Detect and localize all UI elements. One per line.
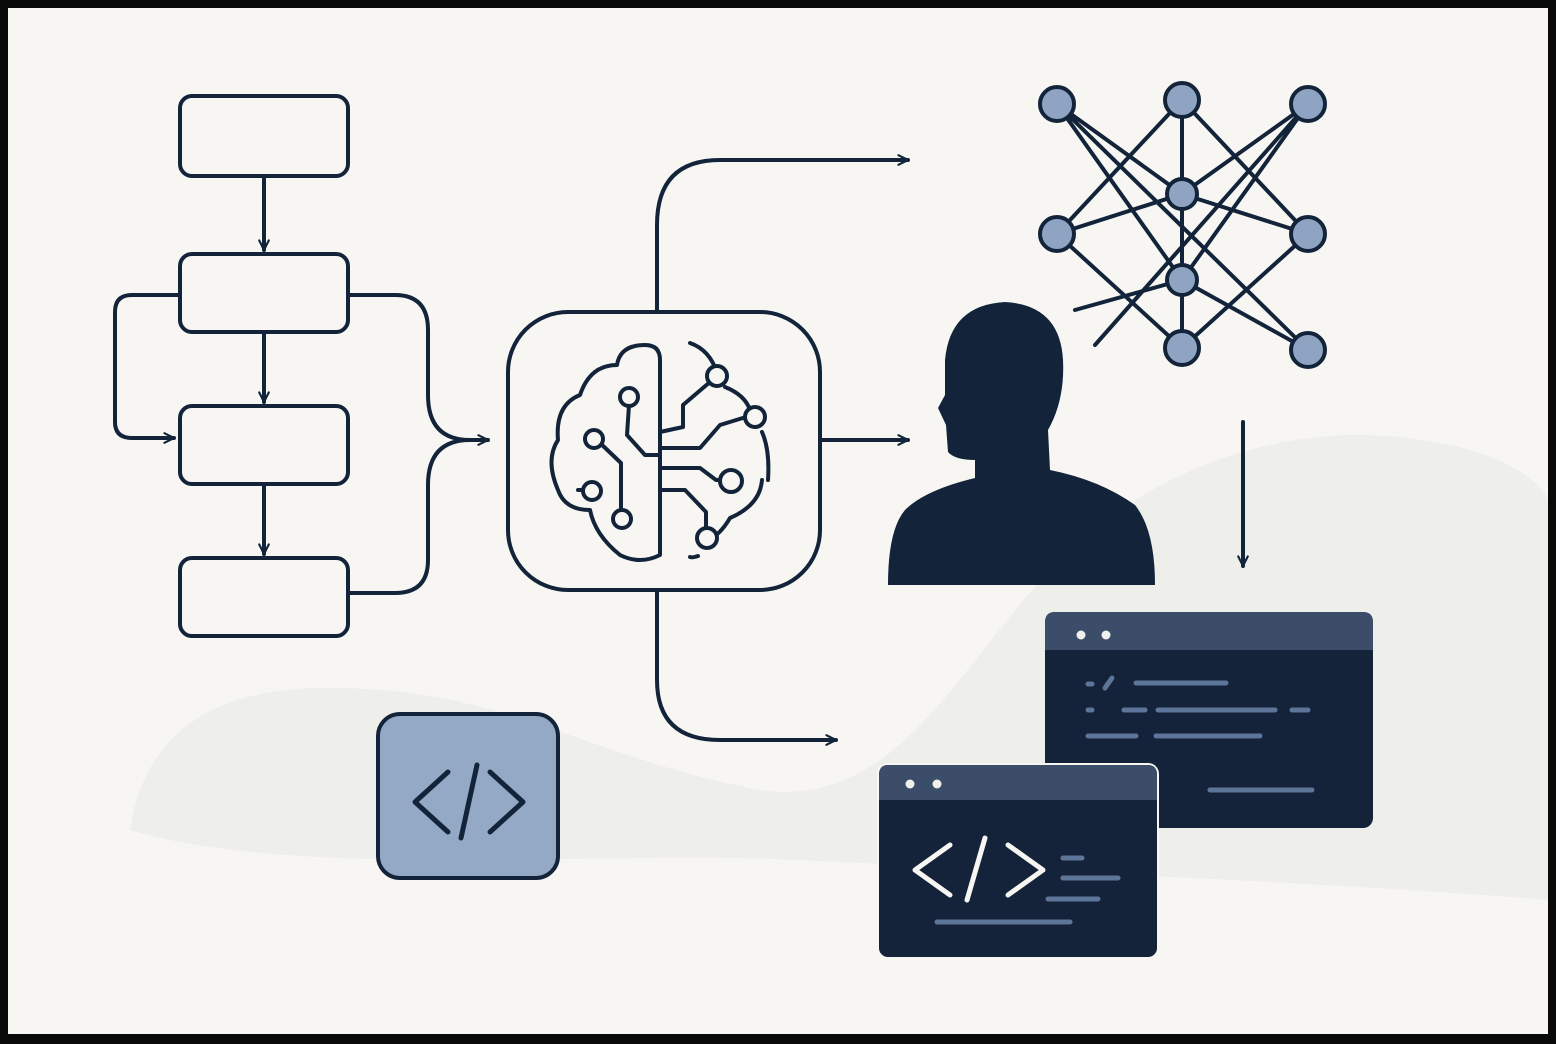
flowchart-icon [113, 94, 490, 638]
nn-node [1038, 85, 1076, 123]
brain-left-hemisphere [549, 343, 662, 562]
nn-node [1165, 177, 1199, 211]
arrow-to-terminal [655, 588, 838, 746]
flow-box-4 [178, 556, 350, 638]
code-tag-glyph [912, 835, 1046, 903]
flow-merge-top [346, 293, 490, 446]
nn-node [1163, 329, 1201, 367]
neural-network-icon [1038, 81, 1327, 568]
flow-merge-bottom [346, 438, 472, 595]
ai-brain-circuit-icon [506, 154, 910, 746]
brain-node [718, 468, 744, 494]
brain-node [743, 405, 767, 429]
arrow-to-top [655, 154, 910, 312]
brain-node [581, 480, 603, 502]
brain-node [611, 508, 633, 530]
brain-node [618, 386, 640, 408]
brain-node [695, 526, 719, 550]
nn-node [1038, 215, 1076, 253]
nn-node [1165, 263, 1199, 297]
nn-node [1289, 85, 1327, 123]
code-tag-icon [376, 712, 560, 880]
nn-node [1163, 81, 1201, 119]
person-silhouette-icon [888, 302, 1155, 585]
flow-loop-arrow [113, 293, 182, 444]
code-line [1085, 675, 1229, 691]
brain-node [705, 364, 729, 388]
brain-node [583, 428, 605, 450]
brain-right-circuits [688, 341, 771, 560]
code-terminal-window-icon [877, 763, 1159, 959]
nn-node [1289, 331, 1327, 369]
nn-node [1289, 215, 1327, 253]
brain-frame [506, 310, 822, 592]
